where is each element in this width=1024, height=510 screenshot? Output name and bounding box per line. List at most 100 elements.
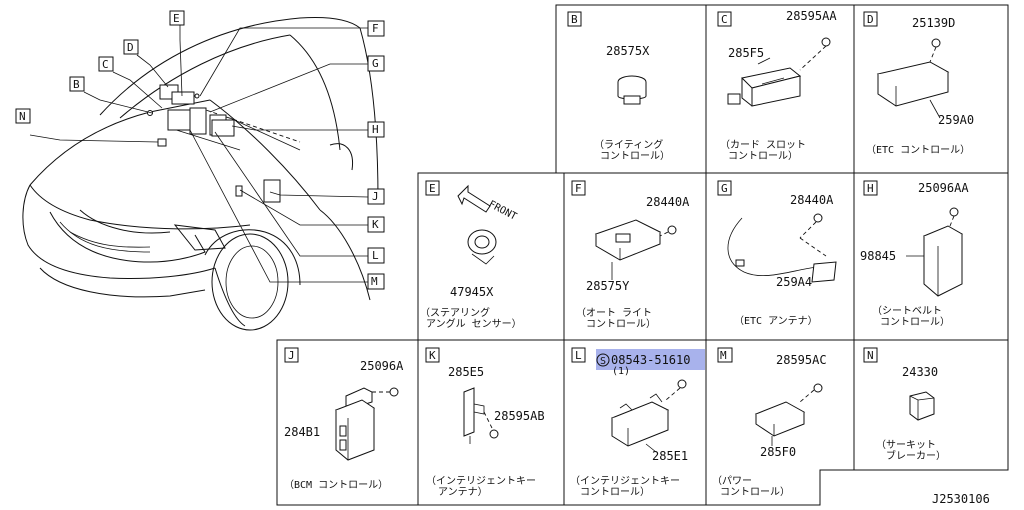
panel-g-letter: G [721, 182, 728, 195]
callout-d[interactable]: D [123, 39, 139, 55]
highlight-part-08543-51610 [596, 349, 705, 370]
panel-f: F 28440A 28575Y （オート ライト コントロール） [571, 180, 690, 330]
panel-d-letter: D [867, 13, 874, 26]
panel-b-letter: B [571, 13, 578, 26]
panel-l-letter: L [575, 349, 582, 362]
panel-m-caption-line2: コントロール） [720, 486, 790, 498]
part-08543-51610[interactable]: 08543-51610 [611, 353, 690, 367]
card-slot-control-drawing [727, 37, 831, 107]
panel-h-letter: H [867, 182, 874, 195]
callout-g[interactable]: G [367, 55, 385, 72]
front-arrow-icon [457, 184, 491, 213]
panel-f-caption-line1: （オート ライト [576, 307, 652, 319]
part-28595AC[interactable]: 28595AC [776, 353, 827, 367]
callout-c[interactable]: C [98, 56, 114, 72]
panel-k-caption-line1: （インテリジェントキー [426, 475, 536, 487]
callout-b[interactable]: B [69, 76, 85, 92]
intelligent-key-control-drawing [610, 379, 687, 453]
part-285E5[interactable]: 285E5 [448, 365, 484, 379]
panel-h-caption-line2: コントロール） [880, 316, 950, 328]
part-47945X[interactable]: 47945X [450, 285, 494, 299]
part-285F5[interactable]: 285F5 [728, 46, 764, 60]
part-285E1[interactable]: 285E1 [652, 449, 688, 463]
panel-j-letter: J [288, 349, 295, 362]
part-08543-51610-qty: (1) [612, 366, 630, 377]
callout-f[interactable]: F [367, 20, 385, 37]
part-285F0[interactable]: 285F0 [760, 445, 796, 459]
overview-callouts: B C D E F G H J K L M N [15, 10, 385, 290]
part-28440A-g[interactable]: 28440A [790, 193, 834, 207]
callout-k-text: K [372, 218, 379, 231]
panel-b-letter-box [567, 11, 582, 27]
panel-j-caption: （BCM コントロール） [284, 479, 388, 491]
etc-antenna-drawing [727, 213, 837, 283]
panel-b-caption-line2: コントロール） [600, 150, 670, 162]
panel-grid [276, 4, 1009, 506]
panel-d-caption: （ETC コントロール） [866, 144, 970, 156]
part-98845[interactable]: 98845 [860, 249, 896, 263]
panel-d: D 25139D 259A0 （ETC コントロール） [863, 11, 974, 156]
bcm-control-drawing [334, 387, 399, 461]
panel-k: K 285E5 28595AB （インテリジェントキー アンテナ） [425, 347, 545, 498]
panel-e: E FRONT 47945X （ステアリング アングル センサー） [420, 180, 522, 330]
panel-c-caption-line1: （カード スロット [720, 139, 806, 151]
part-259A4[interactable]: 259A4 [776, 275, 812, 289]
callout-l-text: L [372, 249, 379, 262]
panel-k-letter: K [429, 349, 436, 362]
panel-g-caption: （ETC アンテナ） [734, 315, 818, 327]
part-28595AA[interactable]: 28595AA [786, 9, 837, 23]
part-24330[interactable]: 24330 [902, 365, 938, 379]
callout-h[interactable]: H [367, 121, 385, 138]
part-25139D[interactable]: 25139D [912, 16, 955, 30]
panel-e-caption-line1: （ステアリング [420, 306, 490, 319]
panel-b: B 28575X （ライティング コントロール） [567, 11, 670, 162]
callout-n-text: N [19, 110, 26, 123]
power-control-drawing [754, 383, 823, 446]
screw-symbol-icon [596, 353, 610, 367]
intelligent-key-antenna-drawing [463, 387, 499, 444]
callout-b-text: B [73, 78, 80, 91]
callout-l[interactable]: L [367, 247, 385, 264]
panel-l-caption-line1: （インテリジェントキー [570, 475, 680, 487]
steering-angle-sensor-drawing [467, 229, 497, 265]
panel-m: M 28595AC 285F0 （パワー コントロール） [712, 347, 827, 498]
panel-n-letter: N [867, 349, 874, 362]
panel-b-caption-line1: （ライティング [594, 138, 663, 151]
panel-n-caption-line1: （サーキット [876, 439, 936, 451]
etc-control-unit-drawing [876, 38, 950, 119]
panel-l-caption-line2: コントロール） [580, 486, 650, 498]
panel-h: H 25096AA 98845 （シートベルト コントロール） [860, 180, 969, 328]
diagram-id: J2530106 [932, 492, 990, 506]
panel-e-letter: E [429, 182, 436, 195]
part-28575X[interactable]: 28575X [606, 44, 650, 58]
panel-j: J 25096A 284B1 （BCM コントロール） [284, 347, 404, 491]
callout-e[interactable]: E [169, 10, 185, 26]
callout-j-text: J [372, 190, 379, 203]
part-259A0[interactable]: 259A0 [938, 113, 974, 127]
callout-g-text: G [372, 57, 379, 70]
part-28595AB[interactable]: 28595AB [494, 409, 545, 423]
part-28440A-f[interactable]: 28440A [646, 195, 690, 209]
callout-m-text: M [371, 275, 378, 288]
seatbelt-control-drawing [906, 207, 964, 297]
callout-j[interactable]: J [367, 188, 385, 205]
panel-l: L S 08543-51610 (1) 285E1 （インテリジェントキー コン… [570, 347, 705, 498]
callout-m[interactable]: M [367, 273, 385, 290]
front-label: FRONT [487, 199, 519, 223]
panel-n-caption-line2: ブレーカー） [886, 449, 946, 462]
callout-d-text: D [127, 41, 134, 54]
callout-n[interactable]: N [15, 108, 31, 124]
screw-symbol-text: S [600, 356, 606, 367]
part-25096AA[interactable]: 25096AA [918, 181, 969, 195]
part-28575Y[interactable]: 28575Y [586, 279, 630, 293]
auto-light-control-drawing [594, 219, 677, 280]
panel-c-letter: C [721, 13, 728, 26]
callout-f-text: F [372, 22, 379, 35]
part-25096A[interactable]: 25096A [360, 359, 404, 373]
vehicle-overview [22, 17, 379, 331]
part-284B1[interactable]: 284B1 [284, 425, 320, 439]
panel-m-caption-line1: （パワー [712, 475, 752, 487]
panel-m-letter: M [720, 349, 727, 362]
callout-k[interactable]: K [367, 216, 385, 233]
